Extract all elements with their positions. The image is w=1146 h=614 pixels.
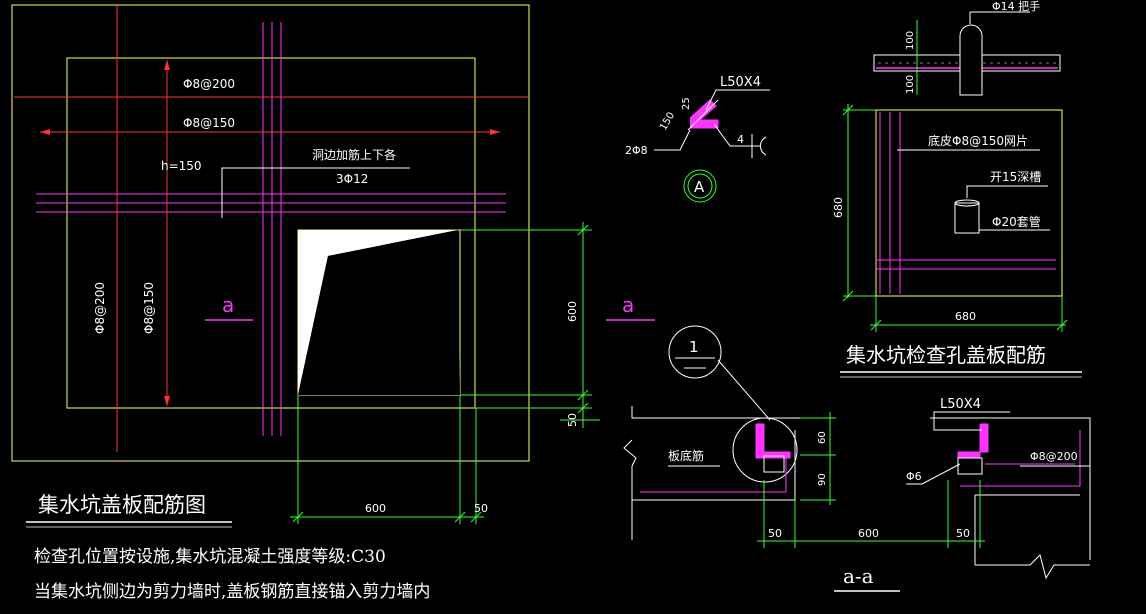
weld-leader bbox=[713, 123, 760, 147]
detail-a-marker-inner bbox=[687, 173, 713, 199]
note-trim-bars-line1: 洞边加筋上下各 bbox=[312, 147, 396, 162]
hole-opening bbox=[298, 230, 460, 395]
callout-1 bbox=[668, 325, 722, 379]
note-trim-bars-line2: 3Φ12 bbox=[336, 172, 368, 186]
section-mark-a-left: a bbox=[222, 293, 234, 317]
label-vertical-rebar-200: Φ8@200 bbox=[93, 282, 107, 334]
cover-plate-title: 集水坑检查孔盖板配筋 bbox=[846, 343, 1046, 367]
dim-90: 90 bbox=[817, 473, 828, 486]
section-a-a: 1 板底筋 L50X4 Φ8@200 Φ6 60 bbox=[623, 325, 1091, 592]
angle-leader-right bbox=[933, 411, 1010, 431]
angle-right bbox=[957, 423, 989, 459]
detail-a-marker bbox=[683, 169, 717, 203]
cover-plate-detail: 底皮Φ8@150网片 开15深槽 Φ20套管 680 680 集水坑检查孔盖板配… bbox=[832, 104, 1082, 378]
dim-100-bottom: 100 bbox=[905, 75, 916, 94]
section-mark-a-right: a bbox=[622, 293, 634, 317]
detail-a-letter: A bbox=[694, 178, 705, 196]
label-rebar-200: Φ8@200 bbox=[183, 77, 235, 91]
groove-leader bbox=[966, 185, 1048, 198]
break-line-bottom bbox=[975, 554, 1090, 580]
main-title: 集水坑盖板配筋图 bbox=[38, 493, 206, 517]
detail-a: L50X4 25 150 2Φ8 4 A bbox=[625, 75, 770, 203]
angle-left bbox=[755, 423, 791, 459]
left-slab-bottom bbox=[632, 430, 796, 501]
dim-150: 150 bbox=[658, 110, 677, 132]
dim-50-horizontal: 50 bbox=[474, 502, 488, 515]
dim-680-horizontal: 680 bbox=[955, 310, 976, 323]
arrowhead bbox=[164, 396, 170, 406]
sleeve bbox=[954, 202, 980, 234]
callout-number: 1 bbox=[689, 338, 699, 356]
hole-hatch-highlight bbox=[298, 230, 458, 395]
cover-plate-left bbox=[763, 455, 785, 473]
dim-600-horizontal: 600 bbox=[365, 502, 386, 515]
section-title: a-a bbox=[843, 564, 874, 588]
angle-label: L50X4 bbox=[720, 75, 761, 90]
right-slab-bar bbox=[960, 430, 1081, 487]
dim-100-top: 100 bbox=[905, 31, 916, 50]
cover-plate-outline bbox=[875, 109, 1063, 297]
bar-label: 2Φ8 bbox=[625, 144, 648, 157]
dim-600-vertical: 600 bbox=[566, 301, 579, 322]
angle-leg-line bbox=[687, 99, 719, 131]
phi6-label: Φ6 bbox=[906, 470, 922, 483]
right-slab-top bbox=[930, 417, 1091, 560]
bottom-bar-label: 板底筋 bbox=[668, 448, 704, 463]
note-line-2: 当集水坑侧边为剪力墙时,盖板钢筋直接锚入剪力墙内 bbox=[34, 582, 430, 602]
weld-symbol bbox=[751, 134, 767, 158]
groove-label: 开15深槽 bbox=[990, 170, 1041, 184]
phi6-leader bbox=[906, 463, 961, 485]
weld-size: 4 bbox=[737, 133, 744, 146]
plan-view: Φ8@200 Φ8@150 h=150 洞边加筋上下各 3Φ12 Φ8@200 … bbox=[11, 4, 655, 524]
arrowhead bbox=[40, 129, 50, 135]
bar-leader bbox=[654, 129, 691, 151]
dim-tick bbox=[870, 319, 882, 331]
dim-25: 25 bbox=[681, 97, 692, 110]
slab-bottom-bar bbox=[640, 456, 787, 493]
arrowhead bbox=[164, 60, 170, 70]
inner-plate-outline bbox=[66, 57, 476, 409]
mesh-label: 底皮Φ8@150网片 bbox=[928, 133, 1028, 148]
label-rebar-150: Φ8@150 bbox=[183, 116, 235, 130]
angle-leader bbox=[705, 89, 770, 111]
callout-leader bbox=[717, 359, 771, 421]
handle-label: Φ14 把手 bbox=[992, 0, 1040, 13]
note-leader bbox=[221, 167, 410, 218]
handle-bar bbox=[959, 24, 983, 96]
sleeve-label: Φ20套管 bbox=[992, 214, 1041, 229]
dim-50-right: 50 bbox=[956, 527, 970, 540]
plan-dimensions bbox=[290, 222, 592, 524]
dim-680-vertical: 680 bbox=[832, 197, 845, 218]
label-vertical-rebar-150: Φ8@150 bbox=[142, 282, 156, 334]
note-line-1: 检查孔位置按设施,集水坑混凝土强度等级:C30 bbox=[34, 547, 386, 567]
break-line bbox=[623, 439, 637, 467]
sleeve-top bbox=[954, 199, 980, 207]
dim-60: 60 bbox=[817, 431, 828, 444]
left-slab-top bbox=[631, 406, 800, 419]
angle-label-right: L50X4 bbox=[940, 397, 981, 412]
dim-600-section: 600 bbox=[858, 527, 879, 540]
dim-tick bbox=[1056, 319, 1068, 331]
outer-pit-outline bbox=[11, 4, 530, 462]
arrowhead bbox=[490, 129, 500, 135]
cover-plate-right bbox=[957, 457, 983, 475]
dim-50-left: 50 bbox=[768, 527, 782, 540]
bar-200-label: Φ8@200 bbox=[1030, 450, 1078, 463]
handle-detail: Φ14 把手 100 100 bbox=[873, 0, 1061, 96]
label-slab-thickness: h=150 bbox=[161, 159, 202, 173]
